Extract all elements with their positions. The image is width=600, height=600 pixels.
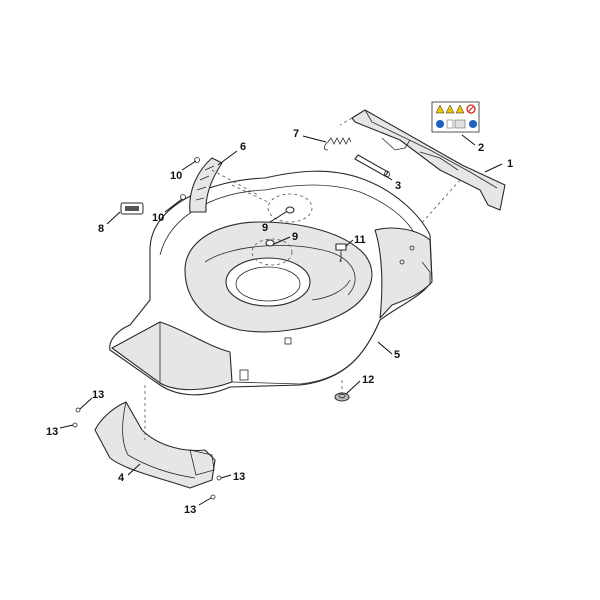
callout-3: 3 xyxy=(385,175,401,192)
callout-2: 2 xyxy=(461,134,484,154)
callout-9b: 9 xyxy=(273,231,298,245)
callout-10a: 10 xyxy=(170,160,197,182)
badge-part xyxy=(120,202,144,215)
callout-label: 9 xyxy=(292,231,298,243)
callout-7: 7 xyxy=(293,128,327,143)
bolt-part xyxy=(265,206,295,247)
mandatory-blue-circle-icon xyxy=(436,120,477,128)
spring-part xyxy=(323,137,352,151)
callout-label: 10 xyxy=(170,170,182,182)
callout-label: 13 xyxy=(92,389,104,401)
callout-label: 4 xyxy=(118,472,125,484)
callout-label: 13 xyxy=(184,504,196,516)
nut-part xyxy=(334,392,350,402)
rod-part xyxy=(354,154,390,178)
callout-label: 9 xyxy=(262,222,268,234)
callout-4: 4 xyxy=(118,463,141,484)
callout-label: 7 xyxy=(293,128,299,140)
callout-11: 11 xyxy=(345,234,366,247)
axle-bolt-part xyxy=(335,243,347,262)
rear-bracket-part xyxy=(339,109,506,226)
grip-part xyxy=(189,157,259,213)
callout-8: 8 xyxy=(98,211,121,235)
callout-6: 6 xyxy=(217,141,246,166)
callout-12: 12 xyxy=(345,374,374,395)
callout-label: 13 xyxy=(233,471,245,483)
callout-label: 10 xyxy=(152,212,164,224)
callout-label: 6 xyxy=(240,141,246,153)
callout-9a: 9 xyxy=(262,211,287,234)
screw-part xyxy=(180,157,200,200)
callout-label: 3 xyxy=(395,180,401,192)
callout-label: 8 xyxy=(98,223,104,235)
prohibition-icon xyxy=(466,104,476,114)
callout-label: 13 xyxy=(46,426,58,438)
callout-10b: 10 xyxy=(152,198,183,224)
callout-label: 5 xyxy=(394,349,400,361)
callout-13b: 13 xyxy=(46,424,74,438)
callout-label: 12 xyxy=(362,374,374,386)
warning-triangle-icon xyxy=(435,104,465,114)
warning-label-part xyxy=(431,101,480,133)
callout-label: 1 xyxy=(507,158,513,170)
mower-deck-part xyxy=(109,170,433,420)
callout-13c: 13 xyxy=(220,471,245,483)
callout-13d: 13 xyxy=(184,497,212,516)
callout-13a: 13 xyxy=(79,389,104,410)
callout-label: 11 xyxy=(354,234,366,246)
discharge-plate-part xyxy=(94,401,216,489)
callout-5: 5 xyxy=(377,341,400,361)
callout-label: 2 xyxy=(478,142,484,154)
callout-1: 1 xyxy=(484,158,513,173)
